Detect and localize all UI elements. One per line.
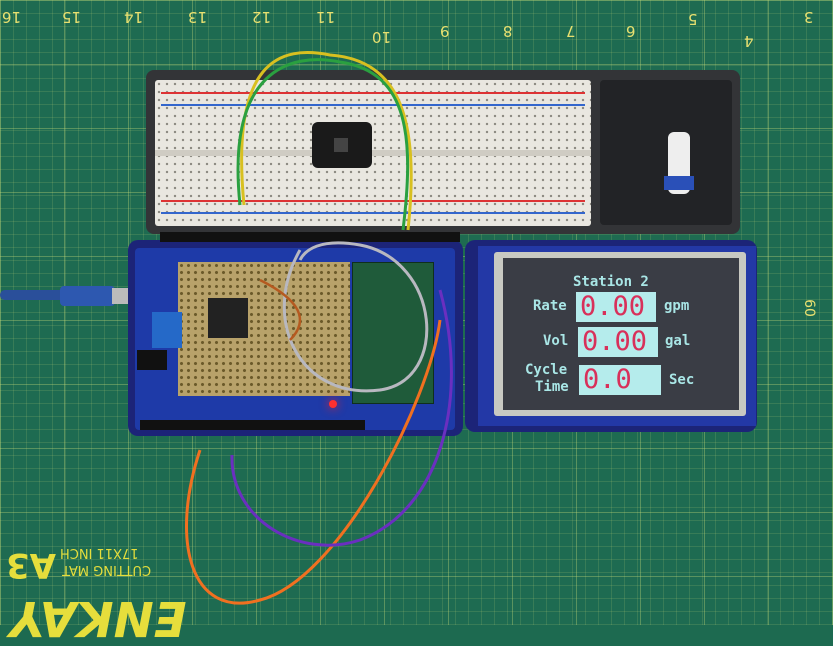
cycle-label: Cycle bbox=[525, 362, 568, 378]
power-led bbox=[329, 400, 337, 408]
rate-label: Rate bbox=[533, 298, 567, 314]
tft-screen: Station 2 Rate 0.00 gpm Vol 0.00 gal Cyc… bbox=[503, 258, 739, 410]
jumper-wires bbox=[185, 51, 453, 605]
breadboard bbox=[155, 80, 591, 226]
tft-adapter-shield bbox=[352, 262, 434, 404]
vol-value: 0.00 bbox=[578, 327, 658, 357]
terminal-block bbox=[152, 312, 182, 348]
wire-green bbox=[236, 58, 410, 231]
wire-purple bbox=[230, 289, 453, 547]
rate-value: 0.00 bbox=[576, 292, 656, 322]
time-label: Time bbox=[535, 379, 569, 395]
vol-unit: gal bbox=[665, 333, 691, 349]
vol-label: Vol bbox=[543, 333, 569, 349]
proto-shield bbox=[152, 262, 350, 396]
wire-brown bbox=[259, 278, 302, 341]
cycle-time-unit: Sec bbox=[669, 372, 695, 388]
wire-orange bbox=[185, 319, 442, 605]
cycle-time-value: 0.0 bbox=[579, 365, 661, 395]
header-pins-top bbox=[160, 232, 460, 242]
wire-gray bbox=[282, 241, 429, 393]
potentiometer[interactable] bbox=[664, 132, 694, 194]
screen-title: Station 2 bbox=[573, 274, 649, 290]
rate-unit: gpm bbox=[664, 298, 690, 314]
header-pins-bottom bbox=[140, 420, 365, 430]
sensor-breakout-board bbox=[312, 122, 372, 168]
accessory-tray bbox=[600, 80, 732, 225]
power-jack bbox=[137, 350, 167, 370]
